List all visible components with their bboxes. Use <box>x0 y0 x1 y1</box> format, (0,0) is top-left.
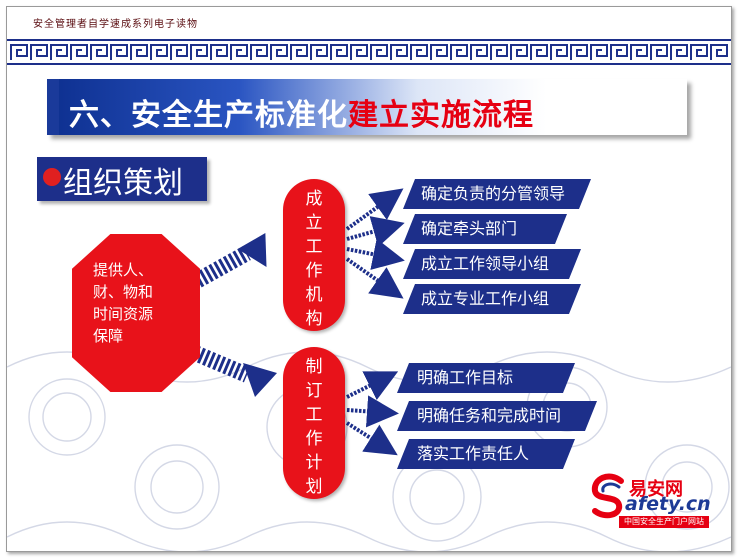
task-tag <box>397 363 575 393</box>
task-label: 确定牵头部门 <box>421 219 518 238</box>
branch-arrows <box>345 188 405 456</box>
logo-subtitle: 中国安全生产门户网站 <box>619 516 709 528</box>
branch-pill-plan <box>283 347 345 499</box>
branch-char: 划 <box>305 477 323 497</box>
task-label: 确定负责的分管领导 <box>421 184 566 203</box>
task-label: 成立专业工作小组 <box>421 289 550 308</box>
title-part1: 六、安全生产标准化 <box>69 98 348 133</box>
branch-label-plan: 制 订 工 作 计 划 <box>283 355 345 499</box>
task-tag <box>403 214 567 244</box>
task-label: 明确任务和完成时间 <box>417 406 562 425</box>
branch-char: 作 <box>305 261 323 281</box>
branch-char: 机 <box>305 285 323 305</box>
task-tag <box>397 439 575 469</box>
title-part2: 建立实施流程 <box>348 98 534 133</box>
task-label: 成立工作领导小组 <box>421 254 550 273</box>
branch-char: 构 <box>305 309 323 329</box>
branch-char: 作 <box>305 429 323 449</box>
source-line: 提供人、 <box>93 261 154 279</box>
logo-mark <box>591 473 624 519</box>
source-text: 提供人、 财、物和 时间资源 保障 <box>93 259 203 347</box>
branch-char: 计 <box>305 453 323 473</box>
branch-char: 订 <box>305 381 323 401</box>
branch-char: 工 <box>305 237 323 257</box>
section-label: 组织策划 <box>63 166 183 201</box>
task-label: 落实工作责任人 <box>417 444 530 463</box>
branch-char: 立 <box>305 213 323 233</box>
task-tag <box>403 284 581 314</box>
page-title: 六、安全生产标准化建立实施流程 <box>69 90 534 134</box>
task-label: 明确工作目标 <box>417 368 514 387</box>
source-line: 时间资源 <box>93 305 154 323</box>
logo-cn: 易安网 <box>629 479 683 500</box>
series-header: 安全管理者自学速成系列电子读物 <box>33 19 198 30</box>
source-line: 保障 <box>93 327 124 345</box>
task-tag <box>403 179 591 209</box>
fret-border <box>7 39 731 65</box>
branch-label-organization: 成 立 工 作 机 构 <box>283 187 345 331</box>
logo-en: afety.cn <box>625 493 711 515</box>
source-line: 财、物和 <box>93 283 154 301</box>
section-box <box>37 157 207 201</box>
task-tag <box>403 249 581 279</box>
source-octagon <box>72 234 200 392</box>
branch-char: 制 <box>305 357 323 377</box>
bullet-dot <box>43 168 61 186</box>
branch-char: 工 <box>305 405 323 425</box>
branch-char: 成 <box>305 189 323 209</box>
branch-pill-organization <box>283 179 345 331</box>
title-bar <box>47 79 687 135</box>
flow-arrows <box>189 188 405 456</box>
slide-frame: 安全管理者自学速成系列电子读物 六、安全生产标准化建立实施流程 组织策划 <box>6 6 732 552</box>
task-tag <box>397 401 597 431</box>
main-arrows <box>189 233 277 397</box>
